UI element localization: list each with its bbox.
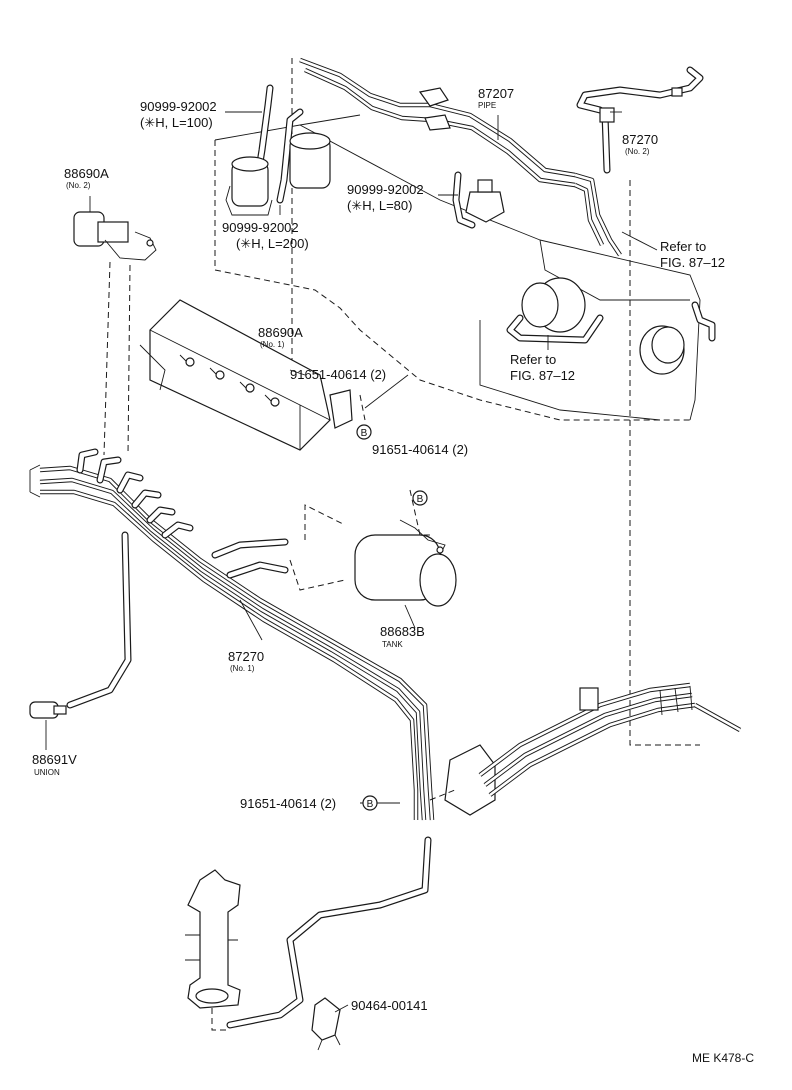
distributor-unit — [185, 869, 241, 1031]
bolt-marker-3-letter: B — [367, 799, 374, 810]
pipe-87207-name: PIPE — [478, 101, 496, 110]
union-88691v — [29, 531, 132, 719]
figure-code: ME K478-C — [692, 1051, 754, 1065]
vsv-no2-part-number: 88690A — [64, 166, 109, 181]
tank-88683b — [289, 489, 457, 607]
vsv-88690a-no1 — [139, 299, 353, 451]
pipe-87270-no1 — [29, 448, 435, 821]
bolt-3-part-number: 91651-40614 (2) — [240, 796, 336, 811]
pipe-87270-no1-sub: (No. 1) — [230, 664, 255, 673]
refer-right-line2: FIG. 87–12 — [660, 255, 725, 270]
hose-left-spec: (✳H, L=200) — [236, 236, 309, 251]
bolt-marker-3: B — [362, 795, 378, 811]
pipe-87270-no2-sub: (No. 2) — [625, 147, 650, 156]
refer-right-line1: Refer to — [660, 239, 706, 254]
pipe-87270-no2 — [576, 66, 704, 174]
bolt-marker-1-letter: B — [361, 428, 368, 439]
pipe-87207 — [299, 57, 622, 257]
union-part-number: 88691V — [32, 752, 77, 767]
actuator-far-right — [639, 301, 716, 375]
clip-part-number: 90464-00141 — [351, 998, 428, 1013]
engine-outline — [214, 58, 701, 746]
vacuum-hose-mid — [452, 171, 476, 229]
pipe-87270-no1-part-number: 87270 — [228, 649, 264, 664]
vsv-no1-sub: (No. 1) — [260, 340, 285, 349]
vsv-88690a-no2 — [73, 211, 157, 456]
refer-center-line2: FIG. 87–12 — [510, 368, 575, 383]
union-name: UNION — [34, 768, 60, 777]
vsv-no2-sub: (No. 2) — [66, 181, 91, 190]
lower-vacuum-hose — [226, 836, 432, 1029]
pipe-87207-part-number: 87207 — [478, 86, 514, 101]
vsv-no1-part-number: 88690A — [258, 325, 303, 340]
connector-block-right — [429, 682, 742, 816]
pipe-87270-no2-part-number: 87270 — [622, 132, 658, 147]
hose-mid-spec: (✳H, L=80) — [347, 198, 412, 213]
clip-90464-00141 — [311, 997, 341, 1051]
leader-lines — [45, 111, 658, 1013]
actuator-center-right — [506, 277, 604, 344]
hose-top-spec: (✳H, L=100) — [140, 115, 213, 130]
tank-name: TANK — [382, 640, 403, 649]
bolt-1-part-number: 91651-40614 (2) — [290, 367, 386, 382]
vsv-canister-left — [225, 132, 331, 216]
hose-mid-part-number: 90999-92002 — [347, 182, 424, 197]
vacuum-sensor-mid — [465, 179, 505, 223]
bolt-2-part-number: 91651-40614 (2) — [372, 442, 468, 457]
bolt-marker-2: B — [412, 490, 428, 506]
tank-part-number: 88683B — [380, 624, 425, 639]
hose-top-part-number: 90999-92002 — [140, 99, 217, 114]
bolt-marker-2-letter: B — [417, 494, 424, 505]
bolt-marker-1: B — [356, 424, 372, 440]
hose-left-part-number: 90999-92002 — [222, 220, 299, 235]
refer-center-line1: Refer to — [510, 352, 556, 367]
